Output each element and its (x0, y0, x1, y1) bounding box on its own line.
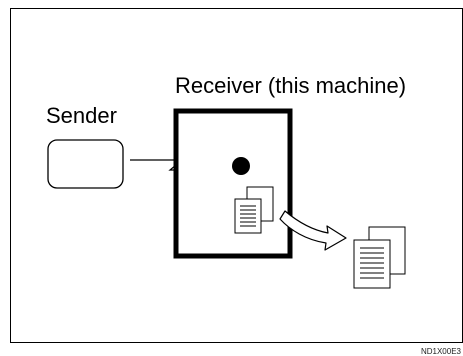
sender-label: Sender (46, 103, 117, 128)
receiver-label: Receiver (this machine) (175, 73, 407, 98)
receiver-machine-icon (173, 108, 293, 259)
received-document-icon (234, 186, 274, 234)
forwarded-document-icon (353, 226, 406, 289)
forward-arrow-icon (279, 210, 347, 251)
receiver-indicator-icon (232, 157, 250, 175)
figure-code-label: ND1X00E3 (420, 347, 461, 356)
sender-device-icon (47, 139, 124, 189)
